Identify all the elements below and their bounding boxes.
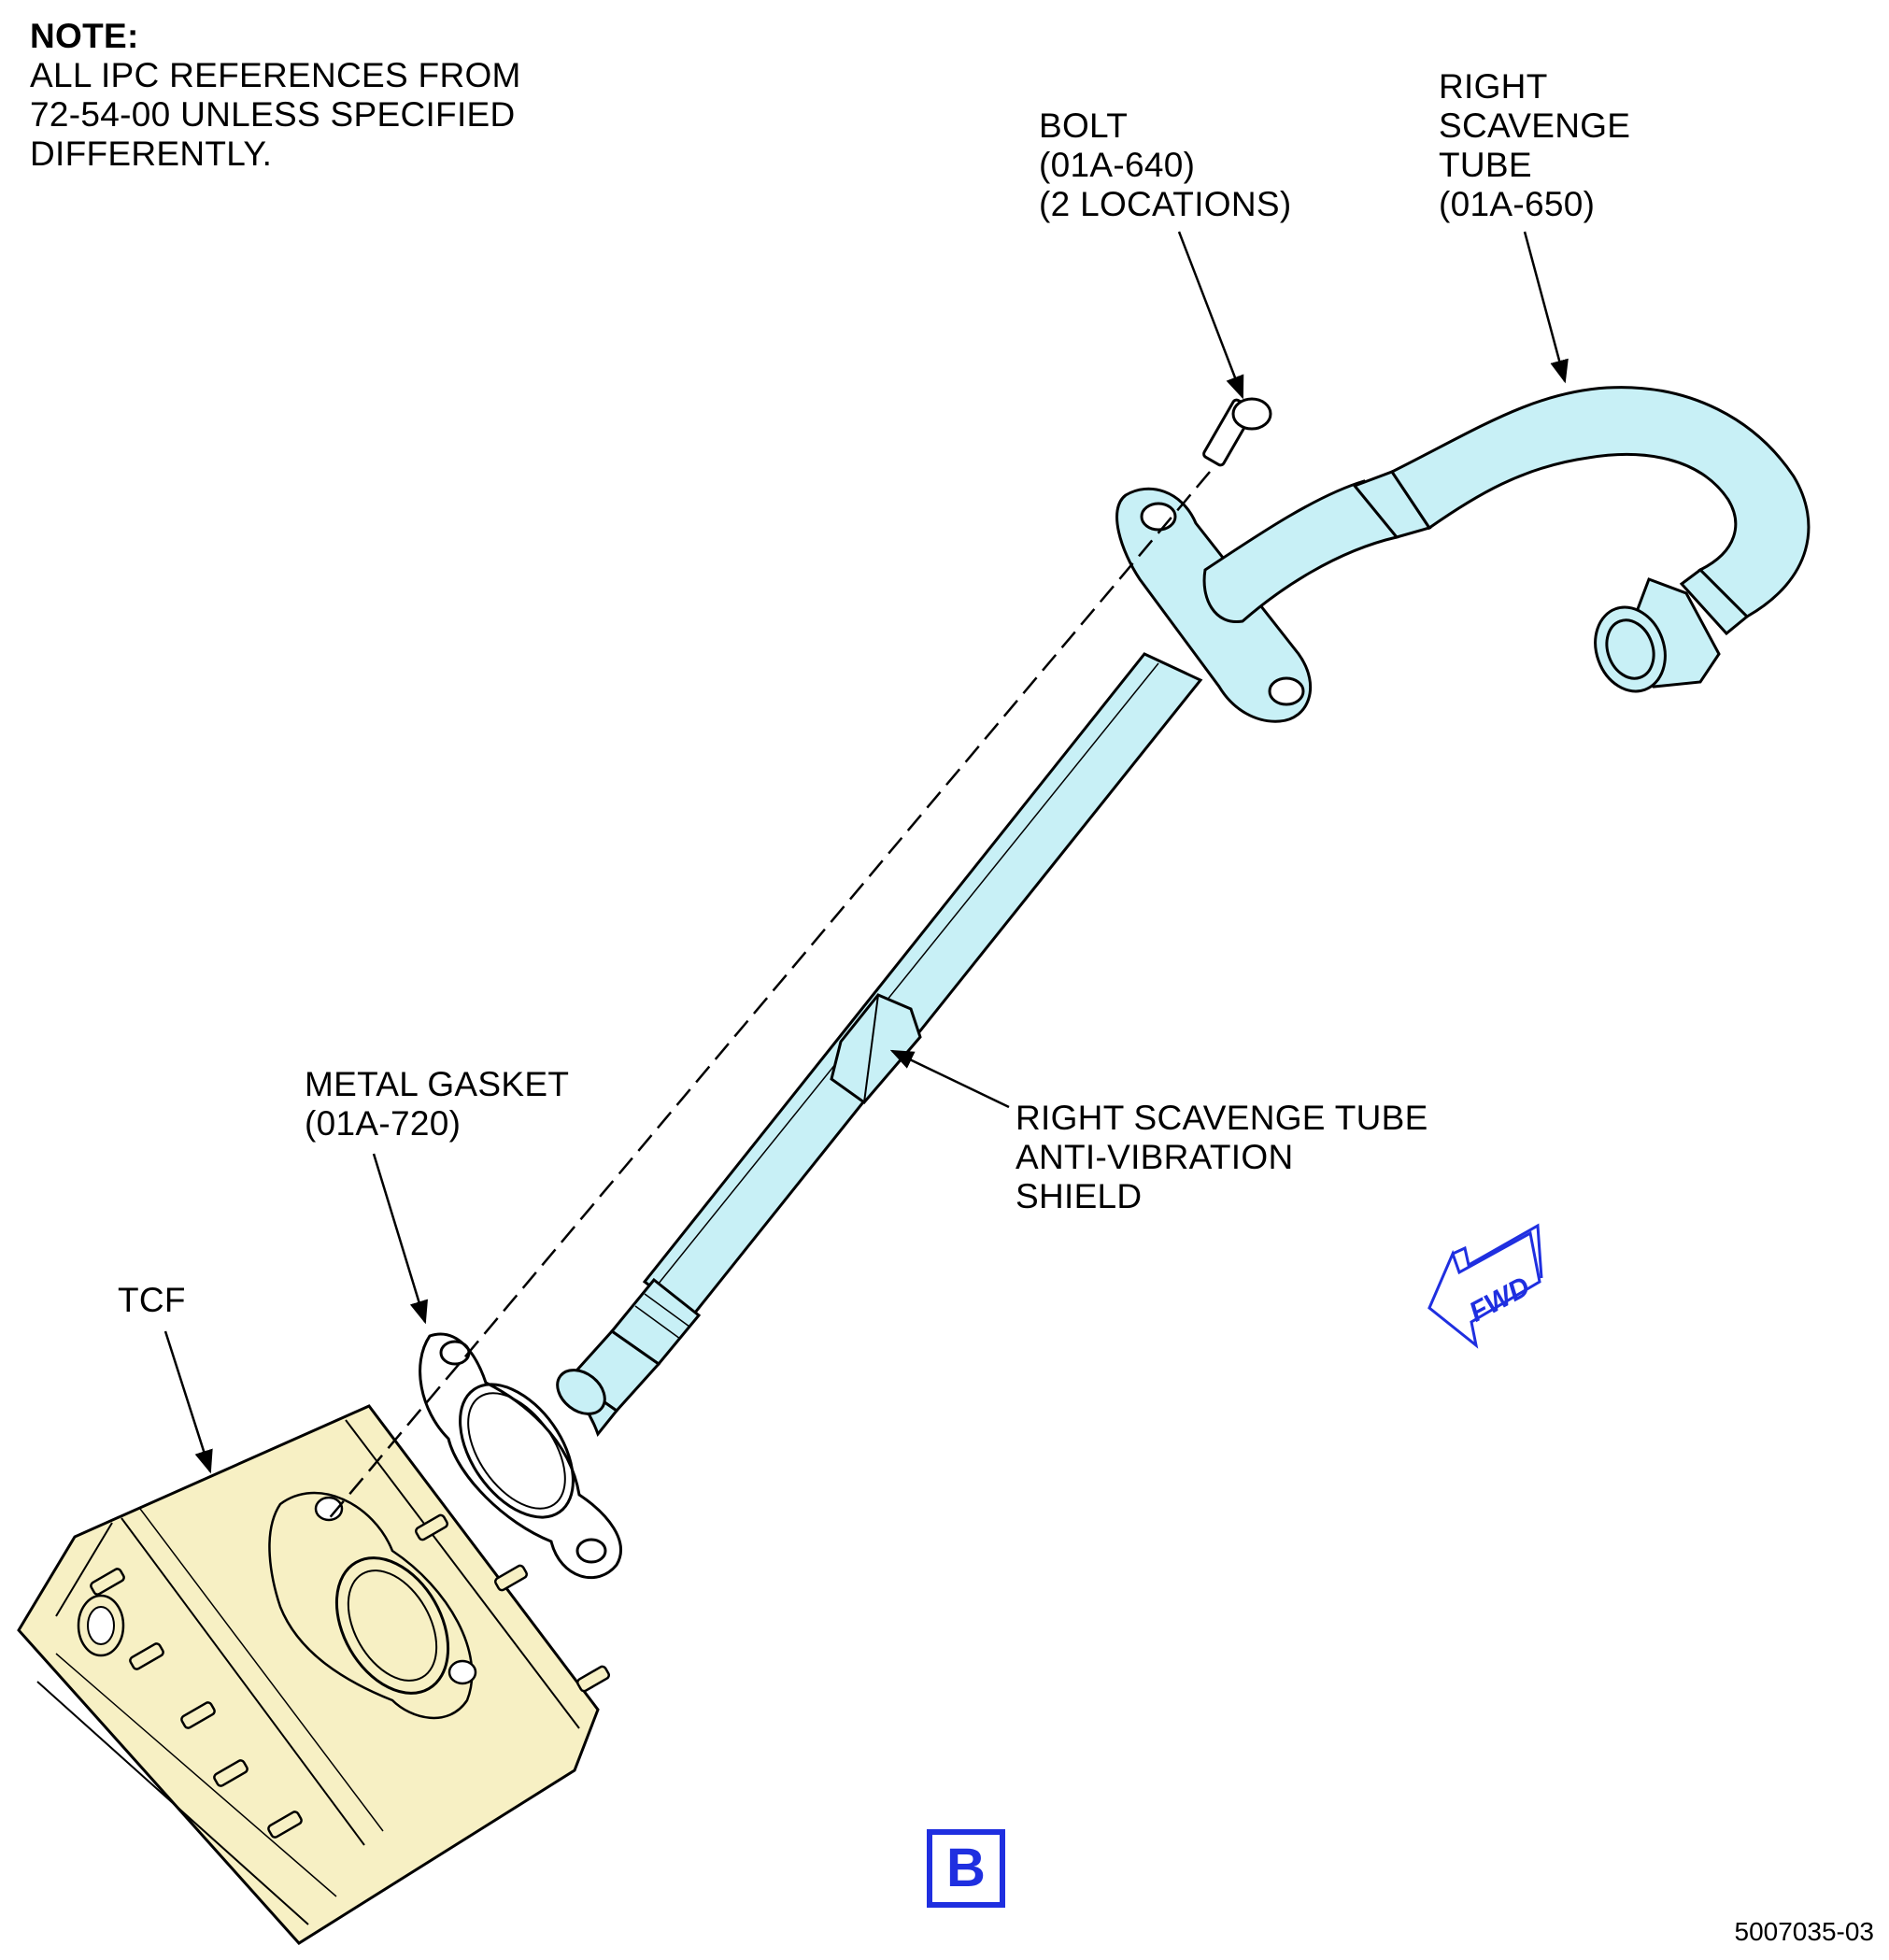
general-note: NOTE: ALL IPC REFERENCES FROM 72-54-00 U… (30, 17, 521, 174)
note-title: NOTE: (30, 17, 139, 55)
callout-line: SHIELD (1016, 1177, 1143, 1215)
note-line: ALL IPC REFERENCES FROM (30, 56, 521, 94)
leader-right-scavenge-tube (1523, 231, 1569, 384)
view-label: B (946, 1838, 986, 1898)
callout-line: (01A-720) (305, 1104, 462, 1143)
callout-line: (2 LOCATIONS) (1039, 185, 1292, 223)
callout-line: RIGHT (1439, 67, 1548, 106)
callout-line: SCAVENGE (1439, 107, 1631, 145)
callout-line: BOLT (1039, 107, 1129, 145)
callout-line: (01A-650) (1439, 185, 1596, 223)
fwd-label: FWD (1464, 1271, 1535, 1328)
figure-number: 5007035-03 (1734, 1917, 1874, 1946)
callout-line: TCF (118, 1281, 186, 1319)
bolt-callout: BOLT (01A-640) (2 LOCATIONS) (1039, 107, 1291, 224)
tcf-callout: TCF (118, 1281, 186, 1320)
note-line: 72-54-00 UNLESS SPECIFIED (30, 95, 516, 134)
tcf-part (17, 1404, 611, 1945)
fwd-arrow-icon: FWD (1427, 1223, 1543, 1349)
note-line: DIFFERENTLY. (30, 135, 273, 173)
callout-line: TUBE (1439, 146, 1532, 184)
metal-gasket-callout: METAL GASKET (01A-720) (305, 1065, 569, 1143)
assembly-centerline (326, 471, 1211, 1522)
callout-line: RIGHT SCAVENGE TUBE (1016, 1099, 1428, 1137)
leader-anti-vibration-shield (889, 1049, 1010, 1109)
callout-line: ANTI-VIBRATION (1016, 1138, 1294, 1176)
leader-tcf (163, 1330, 213, 1474)
anti-vibration-shield-callout: RIGHT SCAVENGE TUBE ANTI-VIBRATION SHIEL… (1016, 1099, 1428, 1216)
view-label-box: B (927, 1829, 1005, 1908)
bolt-part (1202, 397, 1272, 467)
leader-metal-gasket (372, 1153, 428, 1325)
callout-line: METAL GASKET (305, 1065, 570, 1103)
right-scavenge-tube-callout: RIGHT SCAVENGE TUBE (01A-650) (1439, 67, 1630, 224)
leader-lines (163, 231, 1569, 1474)
leader-bolt (1177, 231, 1244, 400)
right-scavenge-tube-part (556, 386, 1811, 1438)
callout-line: (01A-640) (1039, 146, 1196, 184)
